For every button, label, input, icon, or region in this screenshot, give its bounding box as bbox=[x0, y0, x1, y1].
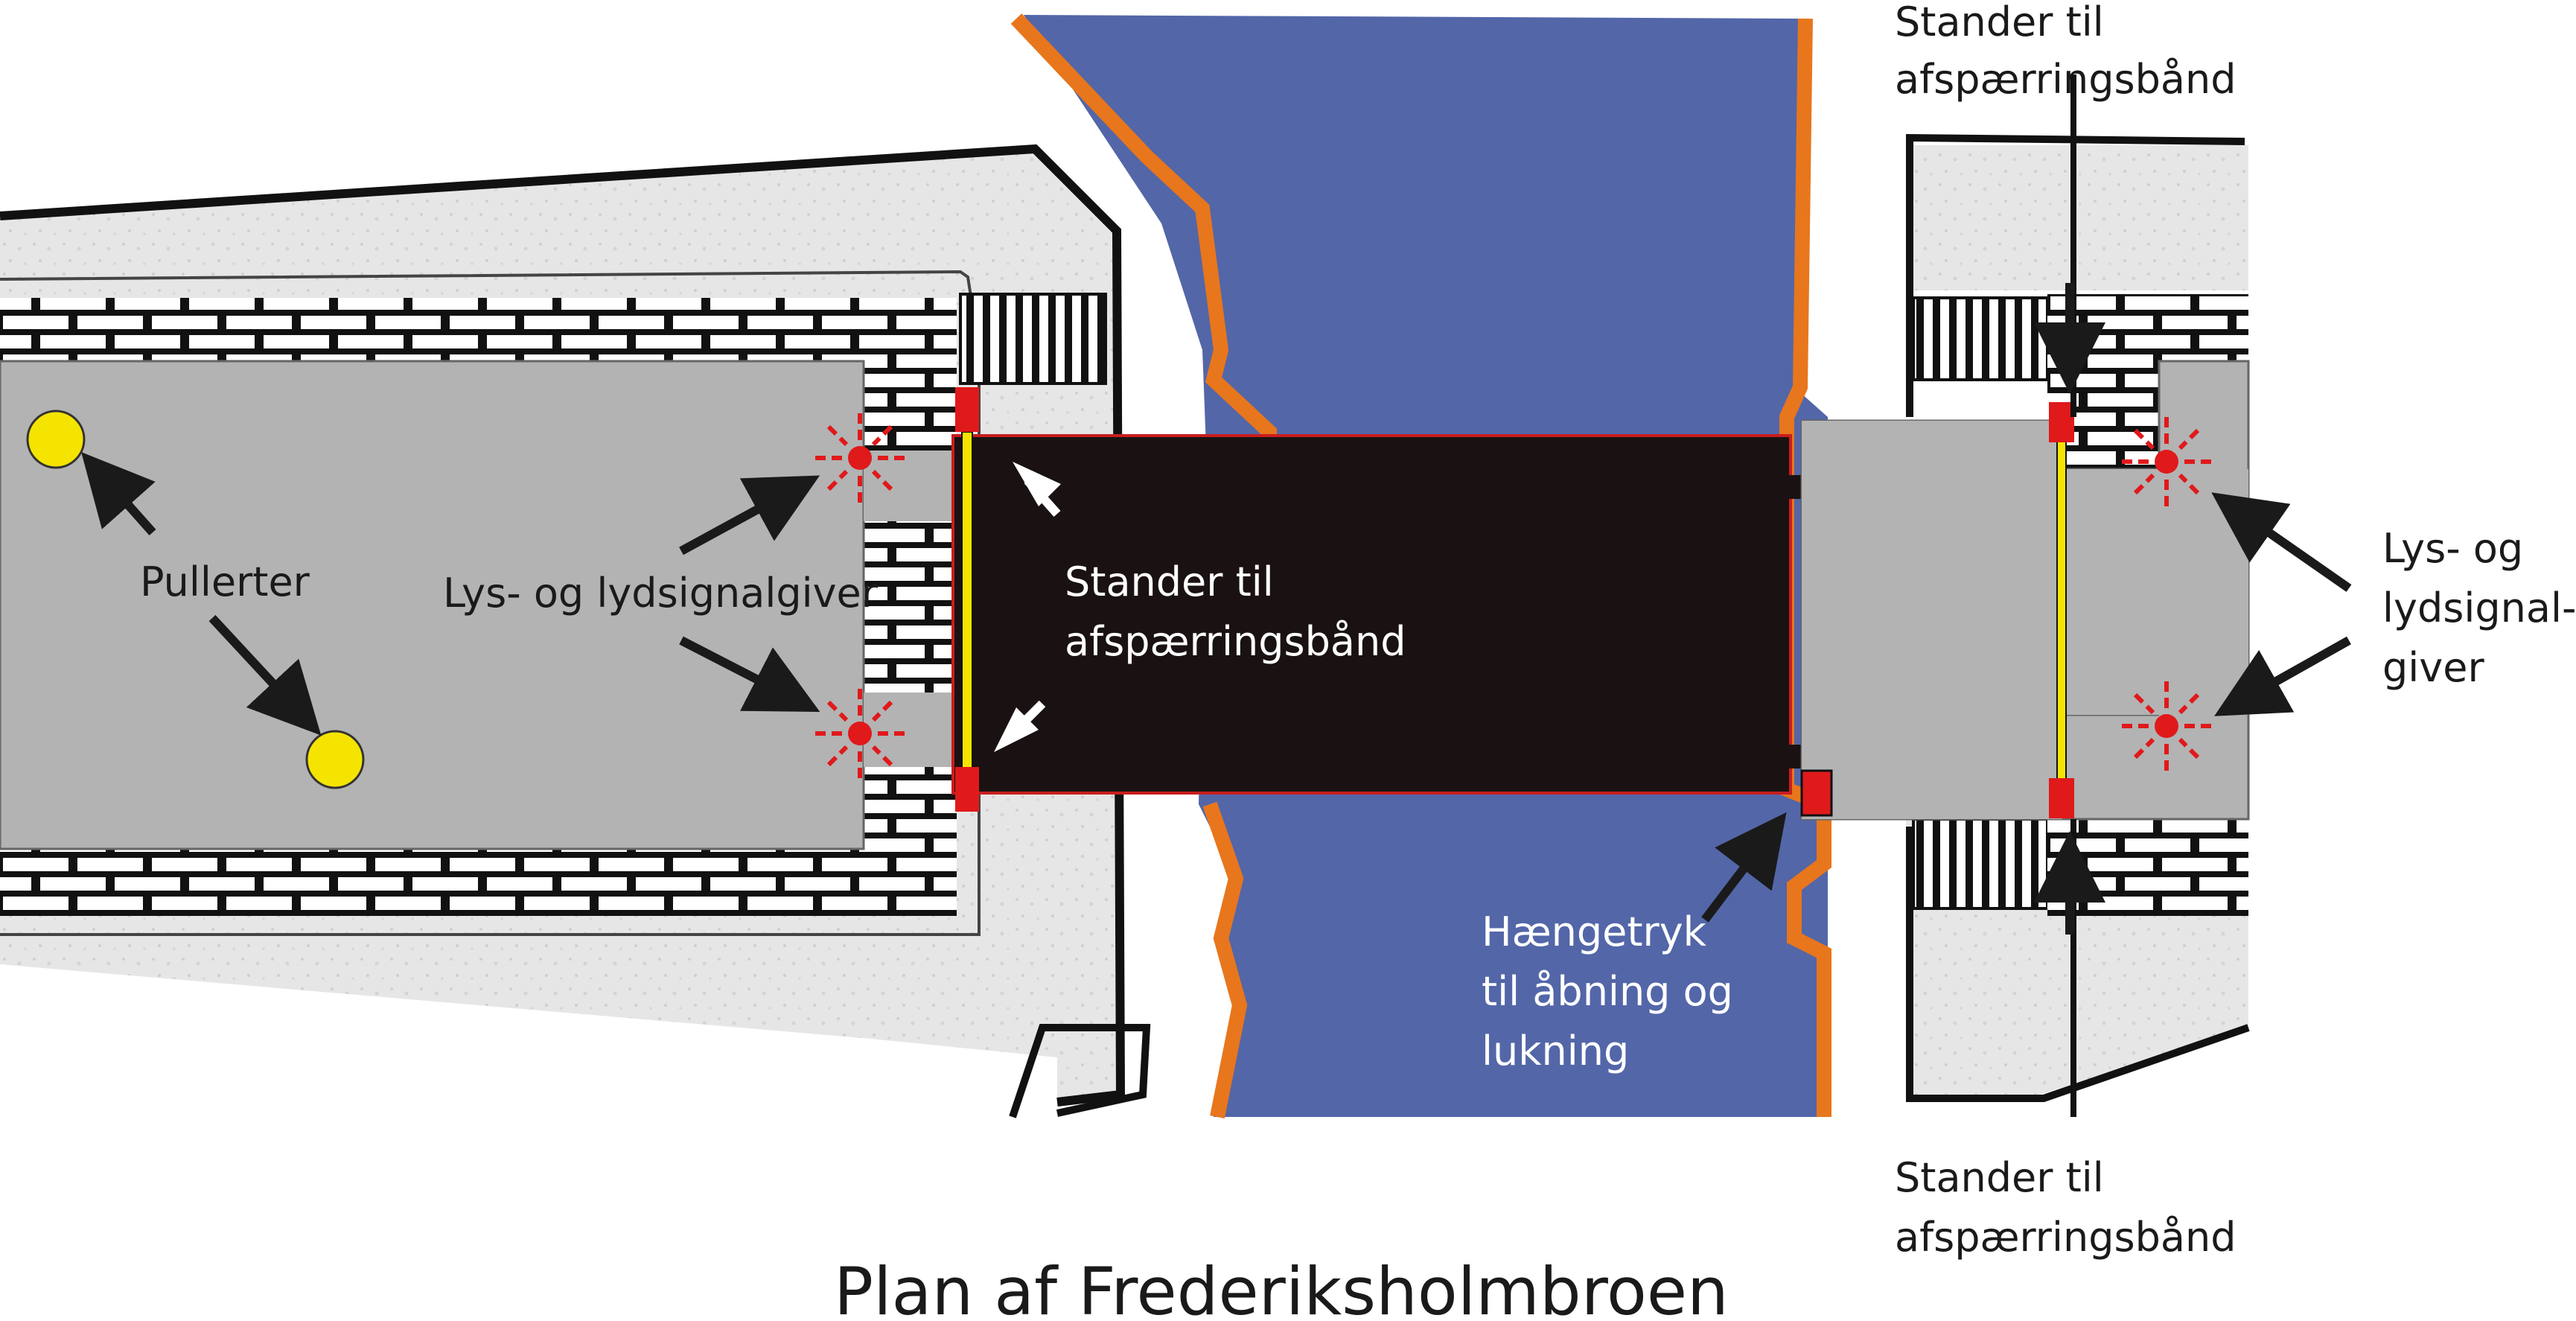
label-stander-center-line2: afspærringsbånd bbox=[1065, 618, 1406, 665]
barrier-post-right-top bbox=[2049, 402, 2074, 442]
barrier-left[interactable] bbox=[961, 431, 973, 790]
label-stander-top-line1: Stander til bbox=[1895, 0, 2104, 45]
white-arrow-bottom bbox=[994, 700, 1046, 752]
label-haengetryk-line2: til åbning og bbox=[1482, 968, 1733, 1015]
push-button[interactable] bbox=[1800, 769, 1833, 817]
left-road-extension-top bbox=[864, 451, 960, 521]
arrow-signal-left-bottom bbox=[679, 636, 820, 712]
label-stander-bottom-line2: afspærringsbånd bbox=[1895, 1214, 2237, 1261]
label-signal-right-line3: giver bbox=[2382, 644, 2484, 691]
arrow-pullerter-1 bbox=[81, 452, 156, 535]
left-road bbox=[0, 360, 865, 850]
right-pavement-top bbox=[1906, 145, 2248, 290]
quay-edge-right bbox=[1779, 18, 1831, 1117]
label-stander-bottom-line1: Stander til bbox=[1895, 1154, 2104, 1201]
label-signal-left: Lys- og lydsignalgiver bbox=[443, 570, 879, 617]
brick-band-bottom-right bbox=[2047, 819, 2248, 916]
signal-light-left-bottom bbox=[815, 689, 905, 778]
barrier-post-right-bottom bbox=[2049, 778, 2074, 818]
barrier-post-left-top bbox=[955, 387, 979, 432]
brick-column-right-upper bbox=[2062, 406, 2159, 469]
arrow-signal-right-bottom bbox=[2214, 636, 2351, 716]
label-pullerter: Pullerter bbox=[140, 558, 310, 605]
striped-block-right-top bbox=[1912, 296, 2049, 381]
label-haengetryk-line1: Hængetryk bbox=[1482, 908, 1707, 955]
signal-light-left-top bbox=[815, 413, 905, 503]
label-stander-center-line1: Stander til bbox=[1065, 558, 1274, 605]
right-road-strip bbox=[2062, 469, 2248, 715]
arrow-signal-left-top bbox=[679, 475, 820, 556]
left-quay-outline bbox=[0, 144, 1126, 1107]
striped-block-right-bottom bbox=[1912, 818, 2049, 910]
brick-band-bottom-left bbox=[0, 849, 957, 916]
left-road-extension-bottom bbox=[864, 693, 960, 767]
bollard-2 bbox=[305, 730, 365, 789]
left-lower-outline bbox=[1009, 1024, 1151, 1118]
label-signal-right-line2: lydsignal- bbox=[2382, 585, 2576, 631]
bollard-1 bbox=[26, 410, 86, 469]
right-outline-bottom bbox=[1906, 827, 2250, 1102]
barrier-post-left-bottom bbox=[955, 767, 979, 812]
white-arrow-top bbox=[1013, 462, 1061, 517]
label-stander-top-line2: afspærringsbånd bbox=[1895, 56, 2237, 103]
arrow-pullerter-2 bbox=[208, 614, 322, 736]
right-outline-top bbox=[1906, 133, 2245, 417]
signal-light-right-top bbox=[2122, 417, 2211, 506]
signal-light-right-bottom bbox=[2122, 681, 2211, 771]
bridge-deck bbox=[951, 434, 1792, 795]
arrow-signal-right-top bbox=[2211, 492, 2352, 592]
arrow-haengetryk bbox=[1701, 812, 1787, 923]
diagram-title: Plan af Frederiksholmbroen bbox=[834, 1253, 1729, 1321]
label-haengetryk-line3: lukning bbox=[1482, 1028, 1629, 1075]
quay-edge-left-bottom bbox=[1202, 801, 1248, 1118]
barrier-right[interactable] bbox=[2056, 435, 2067, 794]
brick-band-top-left bbox=[0, 298, 957, 361]
right-road-core bbox=[1802, 421, 2062, 819]
quay-edge-left-top bbox=[1010, 13, 1277, 447]
label-signal-right-line1: Lys- og bbox=[2382, 525, 2523, 572]
striped-block-left bbox=[959, 293, 1107, 385]
